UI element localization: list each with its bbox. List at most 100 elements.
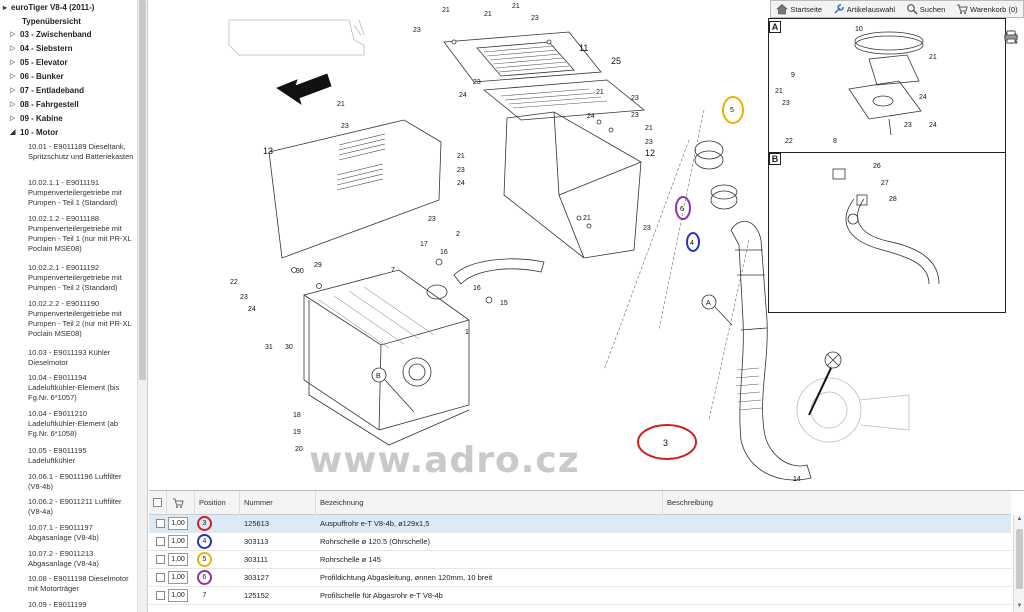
expand-arrow-icon[interactable]: ▸ xyxy=(3,3,8,12)
quantity-input[interactable]: 1,00 xyxy=(168,589,188,602)
table-row[interactable]: 1,00 3 125613 Auspuffrohr e-T V8-4b, ø129x1… xyxy=(149,515,1011,533)
article-selection-button[interactable]: Artikelauswahl xyxy=(833,3,895,15)
scrollbar-thumb[interactable] xyxy=(1016,529,1023,589)
col-designation[interactable]: Bezeichnung xyxy=(316,491,663,515)
col-position[interactable]: Position xyxy=(195,491,240,515)
tree-root[interactable]: ▸euroTiger V8-4 (2011-) xyxy=(3,3,94,12)
collapsed-arrow-icon[interactable]: ▷ xyxy=(10,115,16,122)
row-checkbox[interactable] xyxy=(156,591,165,600)
tree-item-10-03[interactable]: 10.03 - E9011193 Kühler Dieselmotor xyxy=(28,348,111,367)
expanded-arrow-icon[interactable]: ◢ xyxy=(10,129,16,136)
detail-inset: 10 9 21 23 24 23 22 8 21 24 26 27 28 A B xyxy=(768,18,1006,313)
tree-item-10-06-2[interactable]: 10.06.2 - E9011211 Luftfilter (V8-4a) xyxy=(28,497,122,516)
tree-item-10-02-1-1[interactable]: 10.02.1.1 - E9011191 Pumpenverteilergetr… xyxy=(28,178,122,207)
tree-item-10-07-1[interactable]: 10.07.1 - E9011197 Abgasanlage (V8-4b) xyxy=(0,522,138,544)
table-scrollbar[interactable]: ▲ ▼ xyxy=(1013,515,1024,612)
tree-node-04[interactable]: ▷04 - Siebstern xyxy=(10,43,73,53)
callout: 22 xyxy=(230,279,238,286)
select-all-header[interactable] xyxy=(149,491,167,515)
quantity-input[interactable]: 1,00 xyxy=(168,517,188,530)
tree-item-10-07-2[interactable]: 10.07.2 - E9011213 Abgasanlage (V8-4a) xyxy=(28,549,99,568)
search-button[interactable]: Suchen xyxy=(906,3,945,15)
tree-node-10[interactable]: ◢10 - Motor xyxy=(10,127,59,137)
part-description xyxy=(663,587,1003,605)
callout: 12 xyxy=(645,148,655,158)
quantity-input[interactable]: 1,00 xyxy=(168,535,188,548)
col-number[interactable]: Nummer xyxy=(240,491,316,515)
tree-item-10-04-a[interactable]: 10.04 - E9011194 Ladeluftkühler-Element … xyxy=(28,373,120,402)
print-icon[interactable] xyxy=(1004,30,1020,126)
row-checkbox[interactable] xyxy=(156,555,165,564)
wrench-icon xyxy=(834,4,844,14)
tree-item-10-09[interactable]: 10.09 - E9011199 xyxy=(28,600,87,609)
tree-section-title[interactable]: Typenübersicht xyxy=(22,17,81,26)
parts-diagram[interactable]: 21 23 21 23 11 24 25 21 23 21 23 23 24 2… xyxy=(149,0,1024,488)
callout: 16 xyxy=(473,285,481,292)
tree-item-10-02-2-1[interactable]: 10.02.2.1 - E9011192 Pumpenverteilergetr… xyxy=(28,263,122,292)
parts-table: Position Nummer Bezeichnung Beschreibung… xyxy=(149,490,1024,612)
callout: 11 xyxy=(579,43,588,53)
row-checkbox[interactable] xyxy=(156,519,165,528)
part-description xyxy=(663,515,1003,533)
callout: 24 xyxy=(248,306,256,313)
col-description[interactable]: Beschreibung xyxy=(667,498,713,507)
select-all-checkbox[interactable] xyxy=(153,498,162,507)
tree-item-10-05[interactable]: 10.05 - E9011195 Ladeluftkühler xyxy=(28,446,87,465)
collapsed-arrow-icon[interactable]: ▷ xyxy=(10,87,16,94)
callout: 24 xyxy=(457,180,465,187)
tree-item-10-02-1-2[interactable]: 10.02.1.2 - E9011188 Pumpenverteilergetr… xyxy=(28,214,132,253)
tree-node-06[interactable]: ▷06 - Bunker xyxy=(10,71,64,81)
tree-node-07[interactable]: ▷07 - Entladeband xyxy=(10,85,85,95)
cart-button[interactable]: Warenkorb (0) xyxy=(956,3,1018,15)
tree-node-05[interactable]: ▷05 - Elevator xyxy=(10,57,68,67)
callout: 24 xyxy=(929,122,937,129)
sidebar-scrollbar[interactable] xyxy=(137,0,147,612)
scroll-down-icon[interactable]: ▼ xyxy=(1016,603,1023,609)
tree-node-08[interactable]: ▷08 - Fahrgestell xyxy=(10,99,79,109)
row-checkbox[interactable] xyxy=(156,537,165,546)
collapsed-arrow-icon[interactable]: ▷ xyxy=(10,45,16,52)
part-designation: Auspuffrohr e-T V8-4b, ø129x1,5 xyxy=(320,519,430,528)
part-number: 303113 xyxy=(244,537,269,546)
tree-node-09[interactable]: ▷09 - Kabine xyxy=(10,113,63,123)
part-number: 125152 xyxy=(244,591,270,600)
row-checkbox[interactable] xyxy=(156,573,165,582)
quantity-input[interactable]: 1,00 xyxy=(168,553,188,566)
inset-label-b: B xyxy=(769,153,781,165)
callout: 7 xyxy=(391,267,395,274)
part-description xyxy=(663,569,1003,587)
tree-item-10-02-2-2[interactable]: 10.02.2.2 - E9011190 Pumpenverteilergetr… xyxy=(28,299,132,338)
position-cell: 7 xyxy=(202,592,207,599)
collapsed-arrow-icon[interactable]: ▷ xyxy=(10,31,16,38)
tree-item-10-04-b[interactable]: 10.04 - E9011210 Ladeluftkühler-Element … xyxy=(28,409,119,438)
callout: 23 xyxy=(643,225,651,232)
zoom-out-icon[interactable] xyxy=(1004,30,1020,86)
quantity-input[interactable]: 1,00 xyxy=(168,571,188,584)
tree-item-10-01[interactable]: 10.01 - E9011189 Dieseltank, Spritzschut… xyxy=(28,142,134,161)
callout: 4 xyxy=(690,240,694,247)
search-icon xyxy=(906,4,918,15)
callout: 18 xyxy=(293,412,301,419)
exploded-view-drawing: 21 23 21 23 11 24 25 21 23 21 23 23 24 2… xyxy=(228,3,910,483)
collapsed-arrow-icon[interactable]: ▷ xyxy=(10,73,16,80)
collapsed-arrow-icon[interactable]: ▷ xyxy=(10,59,16,66)
callout: 24 xyxy=(459,92,467,99)
scrollbar-thumb[interactable] xyxy=(139,0,146,380)
tree-item-10-08[interactable]: 10.08 - E9011198 Dieselmotor mit Motortr… xyxy=(28,574,129,593)
scroll-up-icon[interactable]: ▲ xyxy=(1016,516,1023,522)
callout: 21 xyxy=(457,153,465,160)
position-cell: 3 xyxy=(197,516,212,531)
tree-item-10-06-1[interactable]: 10.06.1 - E9011196 Luftfilter (V8-4b) xyxy=(28,472,122,491)
home-button[interactable]: Startseite xyxy=(776,3,822,15)
zoom-in-alt-icon[interactable] xyxy=(1004,30,1020,66)
crosshair-icon[interactable] xyxy=(1004,30,1020,106)
part-number: 125613 xyxy=(244,519,270,528)
tree-node-03[interactable]: ▷03 - Zwischenband xyxy=(10,29,92,39)
collapsed-arrow-icon[interactable]: ▷ xyxy=(10,101,16,108)
watermark: www.adro.cz xyxy=(309,440,580,481)
callout: 21 xyxy=(442,7,450,14)
